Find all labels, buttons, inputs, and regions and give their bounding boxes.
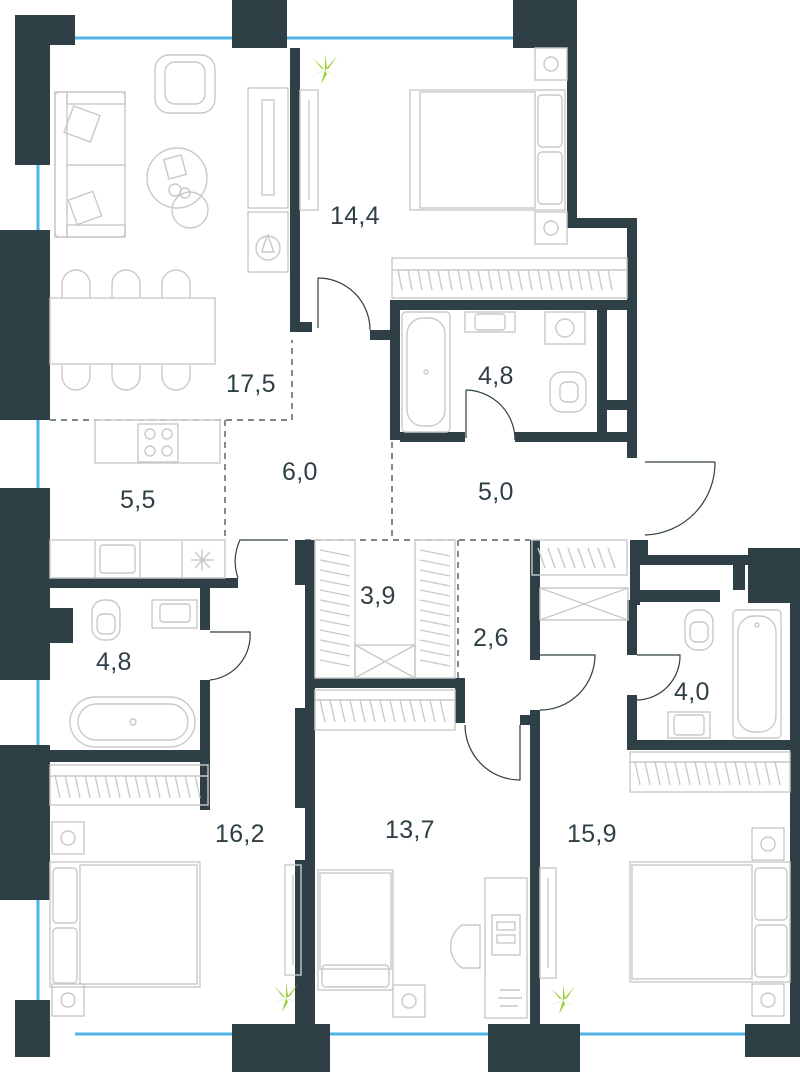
bed-icon — [409, 47, 568, 245]
coffee-table-icon — [146, 147, 209, 229]
area-bedroom-top: 14,4 — [330, 202, 380, 230]
area-bathroom-right: 4,0 — [674, 678, 710, 706]
area-bedroom-right: 15,9 — [567, 820, 617, 848]
armchair-icon — [154, 54, 216, 114]
fireplace-icon — [247, 211, 289, 273]
doors — [209, 277, 716, 781]
area-hall: 6,0 — [282, 458, 318, 486]
area-bedroom-left: 16,2 — [215, 820, 265, 848]
wardrobe-icon — [391, 257, 628, 299]
area-bathroom-top: 4,8 — [478, 362, 514, 390]
area-living-kitchen: 17,5 — [226, 370, 276, 398]
area-bathroom-left: 4,8 — [96, 648, 132, 676]
dining-table-icon — [49, 269, 216, 391]
windows — [36, 36, 745, 1036]
toilet-icon — [549, 371, 587, 413]
desk-icon — [449, 877, 528, 1019]
sofa-icon — [54, 91, 126, 238]
area-bedroom-middle: 13,7 — [385, 816, 435, 844]
plant-icon — [272, 982, 300, 1012]
area-wardrobe: 3,9 — [360, 582, 396, 610]
bathtub-icon — [401, 311, 451, 433]
area-corridor-small: 2,6 — [473, 624, 509, 652]
cooktop-icon — [94, 419, 221, 464]
washing-machine-icon — [544, 311, 586, 345]
area-corridor-right: 5,0 — [478, 478, 514, 506]
area-labels: 17,5 14,4 4,8 6,0 5,5 5,0 3,9 4,8 2,6 4,… — [96, 202, 710, 848]
plant-icon — [311, 54, 339, 84]
plant-icon — [549, 984, 577, 1014]
area-kitchen: 5,5 — [120, 486, 156, 514]
furniture — [49, 47, 791, 1019]
sink-icon — [464, 311, 516, 333]
